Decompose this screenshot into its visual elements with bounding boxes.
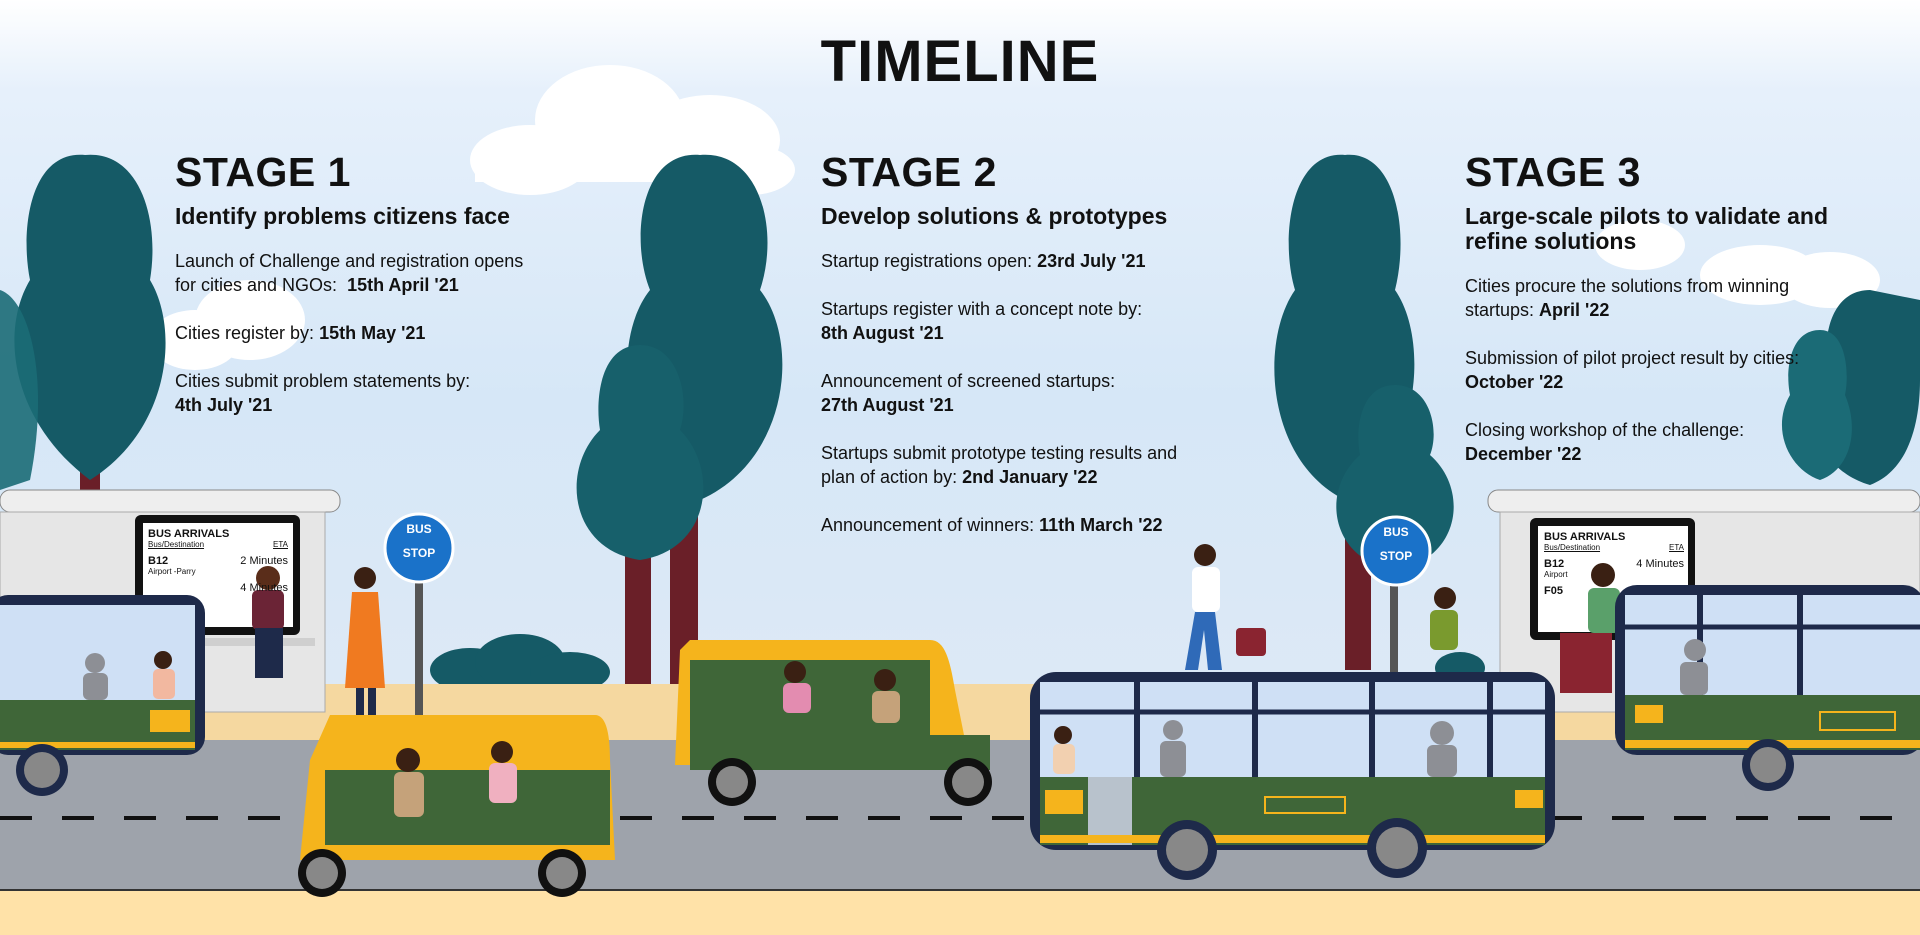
stage-item: Startups submit prototype testing result… (821, 443, 1178, 487)
right-bus-stop-sign (1360, 515, 1432, 587)
stage-items: Cities procure the solutions from winnin… (1465, 274, 1865, 466)
stage-heading: STAGE 3 (1465, 149, 1641, 195)
right-bus-stop-pole (1390, 580, 1398, 700)
arrival-board-destination: Airport -Parry (148, 567, 196, 576)
stage-item: Startup registrations open: 23rd July '2… (821, 251, 1146, 271)
right-bus-stop-sign-text: BUS STOP (1366, 525, 1426, 563)
right-bus (1615, 585, 1920, 791)
arrival-board-eta: 4 Minutes (1636, 558, 1684, 570)
stage-items: Startup registrations open: 23rd July '2… (821, 249, 1241, 537)
arrival-board-eta: 2 Minutes (240, 555, 288, 567)
bushes (430, 634, 1485, 692)
stage-item: Submission of pilot project result by ci… (1465, 348, 1800, 392)
bus-stop-label-line2: STOP (402, 546, 436, 560)
bus-stop-label-line1: BUS (406, 522, 432, 536)
stage-items: Launch of Challenge and registration ope… (175, 249, 595, 417)
stage-item: Startups register with a concept note by… (821, 299, 1143, 343)
left-bus-stop-pole (415, 575, 423, 715)
arrival-board-destination: Airport (1544, 570, 1568, 579)
left-bus-stop-sign (383, 512, 455, 584)
stage-heading: STAGE 1 (175, 149, 351, 195)
arrival-board-left: BUS ARRIVALS Bus/Destination ETA B12 2 M… (148, 528, 288, 594)
arrival-board-col-eta: ETA (273, 540, 288, 549)
page-title: TIMELINE (820, 29, 1100, 94)
bus-stop-label-line1: BUS (1383, 525, 1409, 539)
stage-2: STAGE 2 Develop solutions & prototypes S… (821, 148, 1241, 561)
stage-item: Cities submit problem statements by:4th … (175, 371, 471, 415)
arrival-board-route-2: F05 (1544, 585, 1563, 597)
arrival-board-right: BUS ARRIVALS Bus/Destination ETA B12 4 M… (1544, 531, 1684, 597)
stage-subtitle: Large-scale pilots to validate and refin… (1465, 203, 1828, 254)
arrival-board-col-destination: Bus/Destination (1544, 543, 1601, 552)
arrival-board-route: B12 (1544, 558, 1565, 570)
stage-item: Announcement of screened startups:27th A… (821, 371, 1116, 415)
center-bus (1030, 672, 1555, 880)
bottom-strip (0, 891, 1920, 935)
stage-item: Closing workshop of the challenge:Decemb… (1465, 420, 1745, 464)
arrival-board-col-destination: Bus/Destination (148, 540, 205, 549)
arrival-board-col-eta: ETA (1669, 543, 1684, 552)
stage-heading: STAGE 2 (821, 149, 997, 195)
arrival-board-eta-2: 4 Minutes (240, 582, 288, 594)
stage-3: STAGE 3 Large-scale pilots to validate a… (1465, 148, 1865, 490)
stage-item: Cities register by: 15th May '21 (175, 323, 426, 343)
left-bus-stop-sign-text: BUS STOP (389, 522, 449, 560)
arrival-board-route: B12 (148, 555, 169, 567)
stage-subtitle: Develop solutions & prototypes (821, 203, 1168, 229)
arrival-board-title: BUS ARRIVALS (1544, 531, 1626, 543)
stage-item: Cities procure the solutions from winnin… (1465, 276, 1790, 320)
stage-subtitle: Identify problems citizens face (175, 203, 510, 229)
bus-stop-label-line2: STOP (1379, 549, 1413, 563)
arrival-board-title: BUS ARRIVALS (148, 528, 230, 540)
stage-item: Launch of Challenge and registration ope… (175, 251, 524, 295)
stage-1: STAGE 1 Identify problems citizens face … (175, 148, 595, 441)
stage-item: Announcement of winners: 11th March '22 (821, 515, 1163, 535)
left-bus (0, 595, 205, 796)
people (252, 544, 1620, 716)
auto-rickshaw-back (675, 640, 992, 806)
auto-rickshaw-front (298, 715, 615, 897)
